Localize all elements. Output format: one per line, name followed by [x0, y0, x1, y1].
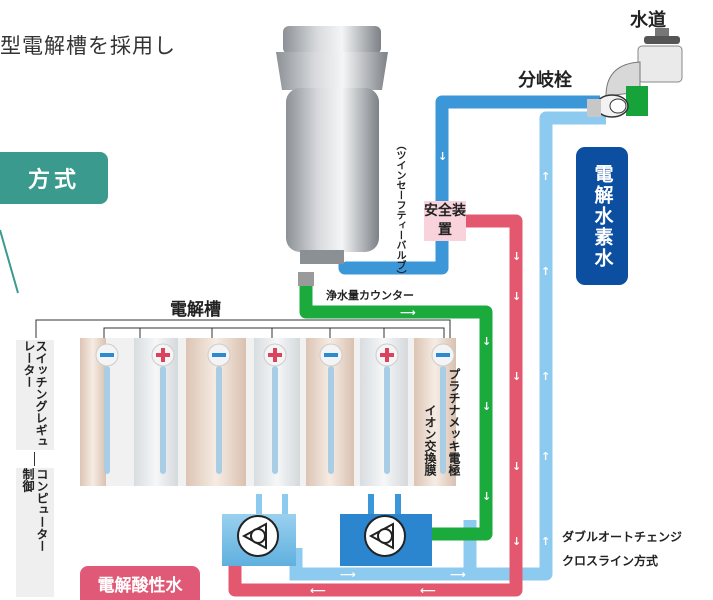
electrodes [95, 343, 455, 474]
anode-electrode [151, 343, 175, 474]
connector-line [34, 452, 35, 466]
cathode-electrode [319, 343, 343, 474]
faucet [587, 28, 683, 118]
switching-regulator-label: スイッチングレギュレーター [22, 340, 48, 448]
electrolysis-tank-label: 電解槽 [170, 300, 221, 320]
twin-safety-valve-label: （ツインセーフティーバルブ） [394, 140, 405, 280]
intro-text: 型電解槽を採用し [0, 34, 176, 58]
acidic-water-badge: 電解酸性水 [80, 566, 200, 600]
tap-label: 水道 [630, 10, 666, 31]
double-auto-change-label: ダブルオートチェンジ [562, 530, 683, 544]
cross-line-label: クロスライン方式 [562, 554, 659, 568]
pointer-line [0, 229, 19, 294]
computer-control-label-b: コンピューター [35, 468, 49, 552]
svg-text:⟶: ⟶ [340, 568, 356, 581]
svg-text:↓: ↓ [512, 535, 521, 548]
svg-text:↓: ↓ [482, 490, 491, 503]
electrolysis-tank [35, 319, 456, 486]
flow-arrows: ↓ ↓ ↓ ↓ ↓ ↓ ↑ ↑ ↑ ↑ ↑ ↓ ↓ ↓ ⟶ ⟶ ⟶ ⟵ ⟵ [310, 150, 550, 597]
svg-text:↑: ↑ [541, 170, 550, 183]
filter-cartridge [276, 26, 388, 286]
svg-text:⟵: ⟵ [420, 584, 436, 597]
svg-text:↑: ↑ [541, 265, 550, 278]
svg-text:↓: ↓ [482, 400, 491, 413]
pump-right [340, 494, 432, 566]
supply-pipe [338, 95, 600, 275]
branch-valve-label: 分岐栓 [518, 70, 572, 91]
hydrogen-water-label: 電解水素水 [591, 163, 614, 269]
cathode-electrode [95, 343, 119, 474]
svg-text:↓: ↓ [482, 335, 491, 348]
svg-text:⟵: ⟵ [310, 584, 326, 597]
svg-text:↓: ↓ [512, 460, 521, 473]
svg-text:↑: ↑ [541, 370, 550, 383]
svg-text:↓: ↓ [512, 250, 521, 263]
flow-counter-label: 浄水量カウンター [326, 289, 414, 302]
pump-left [222, 494, 296, 566]
hydrogen-water-badge: 電解水素水 [576, 147, 628, 285]
method-badge: 方式 [0, 152, 108, 204]
platinum-electrode-label: プラチナメッキ電極 [447, 368, 461, 476]
purified-water-pipe [299, 278, 493, 541]
cathode-electrode [207, 343, 231, 474]
anode-electrode [263, 343, 287, 474]
svg-text:↑: ↑ [541, 535, 550, 548]
svg-text:↓: ↓ [438, 150, 447, 163]
svg-text:⟶: ⟶ [400, 306, 416, 319]
computer-control-label-a: 制御 [21, 468, 35, 492]
hydrogen-water-pipe [463, 111, 606, 581]
ion-membrane-label: イオン交換膜 [423, 404, 437, 476]
cathode-electrode [431, 343, 455, 474]
safety-device-label: 安全装置 [424, 201, 466, 241]
svg-text:⟶: ⟶ [450, 568, 466, 581]
svg-text:↑: ↑ [541, 450, 550, 463]
svg-text:↓: ↓ [512, 290, 521, 303]
anode-electrode [375, 343, 399, 474]
computer-control-box: 制御 コンピューター [16, 468, 54, 597]
switching-regulator-box: スイッチングレギュレーター [16, 340, 54, 450]
svg-text:↓: ↓ [512, 370, 521, 383]
acidic-water-pipe [228, 214, 523, 597]
